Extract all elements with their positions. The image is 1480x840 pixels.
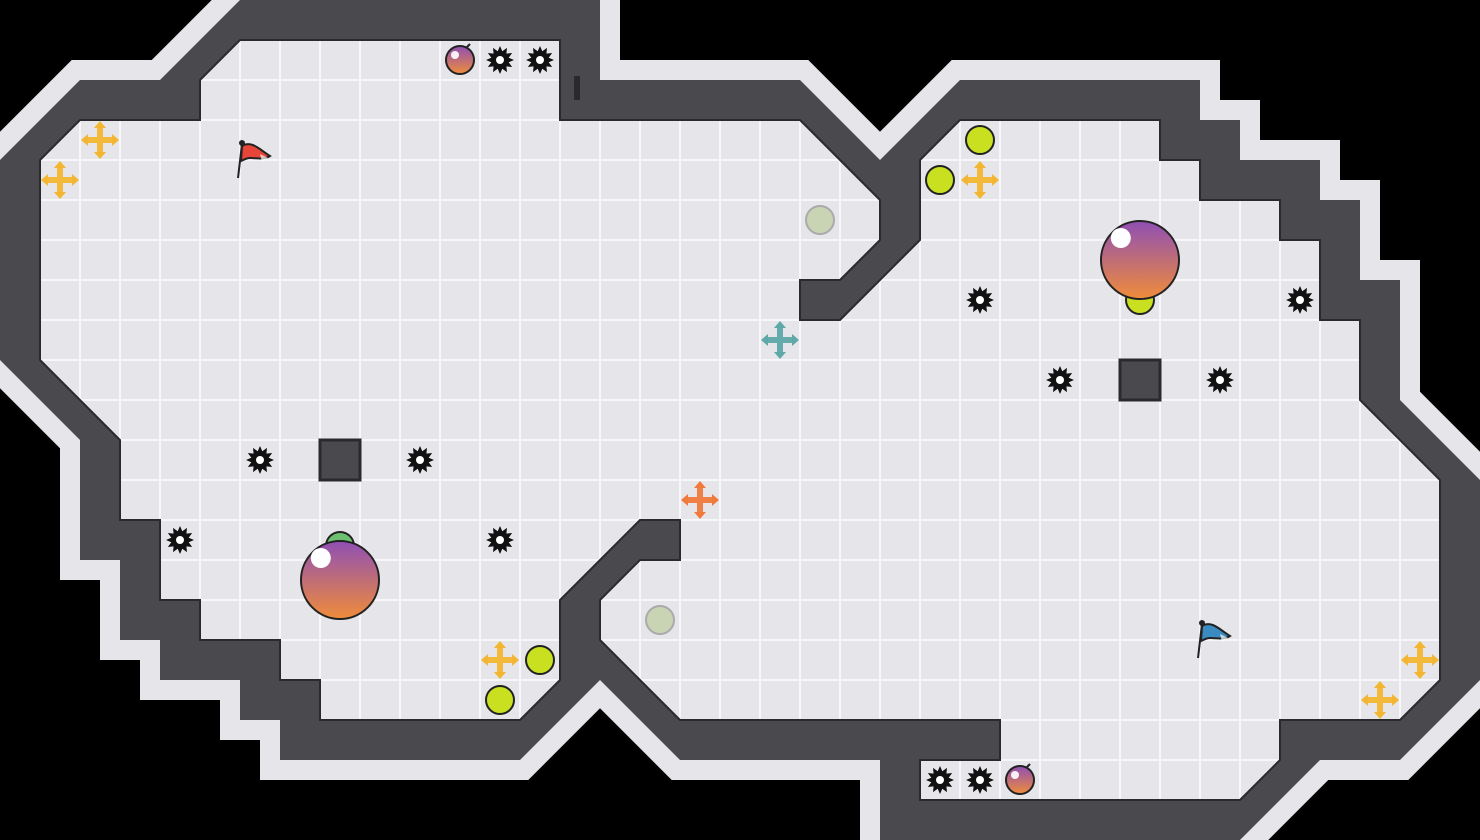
spike-mine-icon [406,446,434,474]
bomb-icon[interactable] [445,43,475,75]
spike-mine-icon [246,446,274,474]
wall-notch [574,76,580,100]
blue-team-flag[interactable] [1197,620,1232,659]
pellet-spent-icon [805,205,835,235]
red-team-flag[interactable] [237,140,272,179]
bomb-icon[interactable] [1005,763,1035,795]
player-bubble-left[interactable] [300,540,380,620]
arena-floor [40,40,1440,800]
wall-edge [39,39,1441,801]
pellet-icon[interactable] [525,645,555,675]
heal-cross-icon[interactable] [961,161,999,199]
heal-cross-icon[interactable] [41,161,79,199]
wall-block [318,438,362,482]
pellet-spent-icon [645,605,675,635]
spike-mine-icon [486,46,514,74]
heal-cross-icon[interactable] [681,481,719,519]
pellet-icon[interactable] [485,685,515,715]
spike-mine-icon [526,46,554,74]
spike-mine-icon [486,526,514,554]
pellet-icon[interactable] [965,125,995,155]
player-bubble-right[interactable] [1100,220,1180,300]
heal-cross-icon[interactable] [1401,641,1439,679]
spike-mine-icon [1286,286,1314,314]
heal-cross-icon[interactable] [1361,681,1399,719]
heal-cross-icon[interactable] [81,121,119,159]
item-layer [41,43,1439,795]
spike-mine-icon [966,286,994,314]
spike-mine-icon [166,526,194,554]
spike-mine-icon [966,766,994,794]
heal-cross-icon[interactable] [761,321,799,359]
heal-cross-icon[interactable] [481,641,519,679]
wall-block [1118,358,1162,402]
spike-mine-icon [1206,366,1234,394]
pellet-icon[interactable] [925,165,955,195]
spike-mine-icon [926,766,954,794]
spike-mine-icon [1046,366,1074,394]
